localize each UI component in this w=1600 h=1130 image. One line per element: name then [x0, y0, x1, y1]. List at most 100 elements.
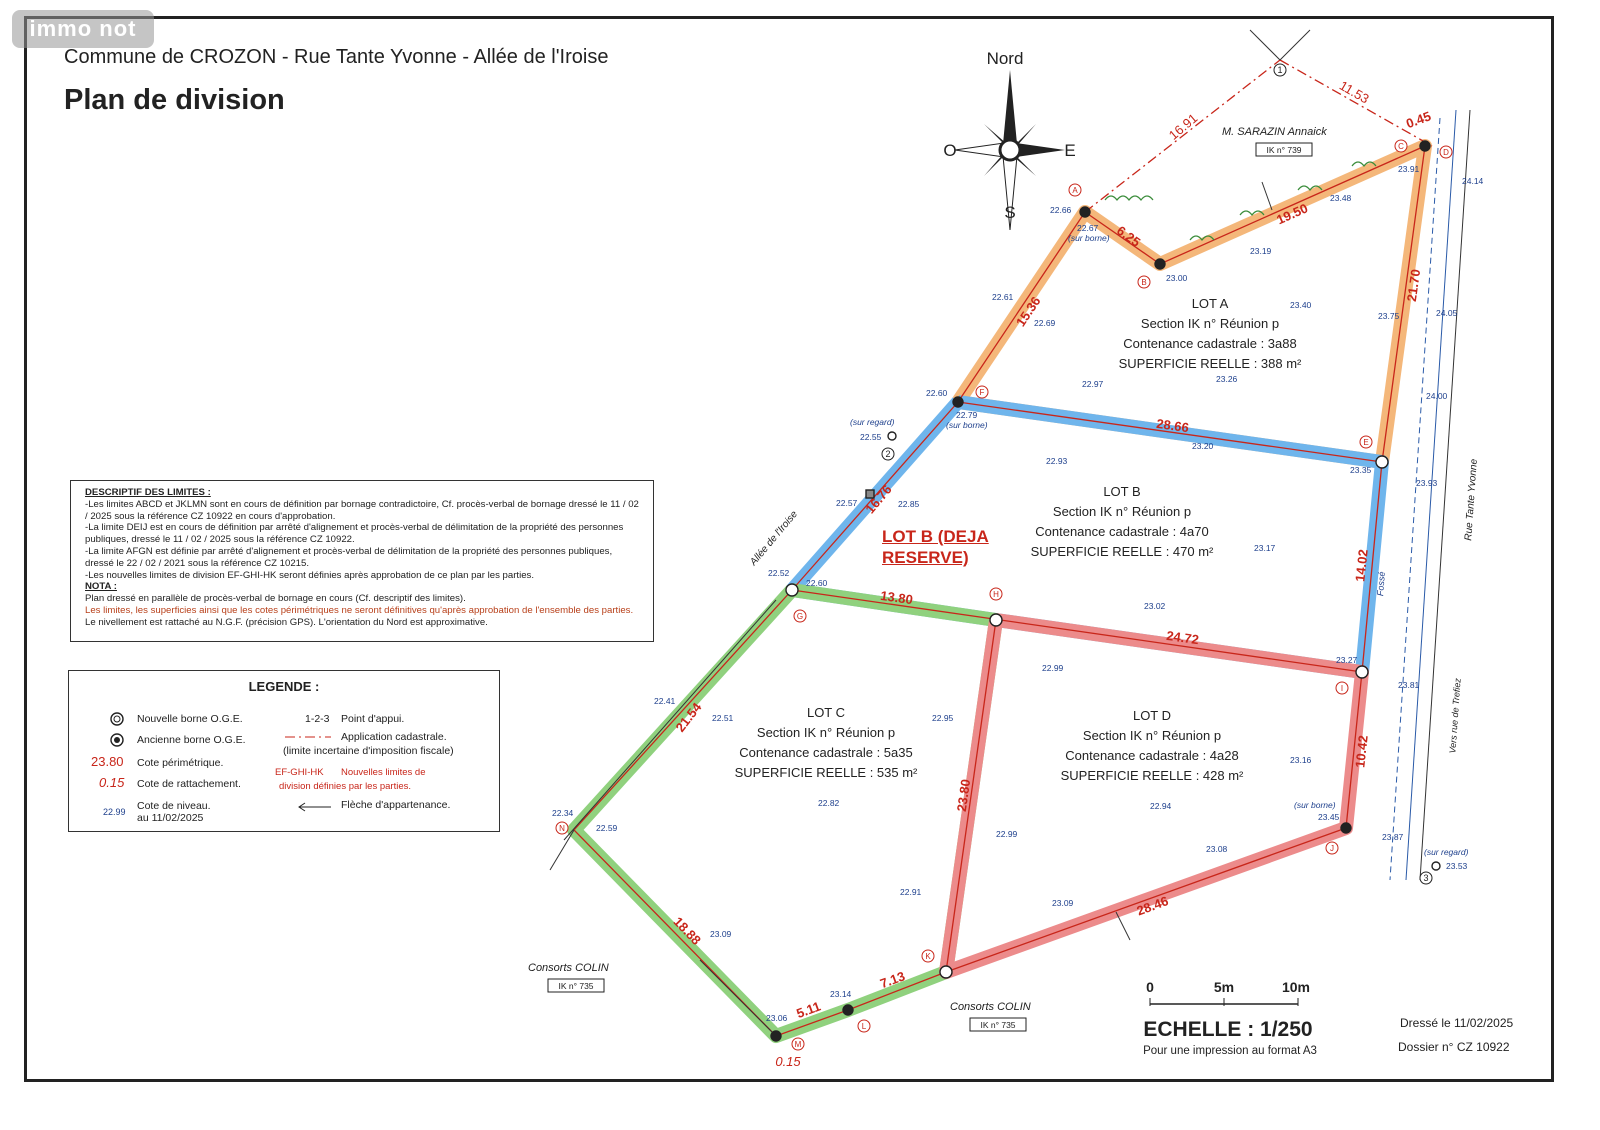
- elev-label: 23.17: [1254, 543, 1276, 553]
- lot-d-band: [939, 613, 1369, 979]
- elev-label: 23.40: [1290, 300, 1312, 310]
- neighbor-sarazin-box: [1255, 142, 1313, 157]
- elev-label: 23.14: [830, 989, 852, 999]
- elev-label: 22.95: [932, 713, 954, 723]
- legend-newlimit-code: EF-GHI-HK: [275, 767, 324, 778]
- elev-label: 22.91: [900, 887, 922, 897]
- hedge-icon: [1104, 195, 1154, 201]
- external-lines: [549, 29, 1311, 1037]
- legend-new-marker-icon: [110, 712, 124, 726]
- scale-tick-0: 0: [1146, 979, 1154, 995]
- point-labels: A B C D E F G H I J K L M N: [555, 139, 1453, 1051]
- legend-perim-text: Cote périmétrique.: [137, 757, 224, 769]
- street-iroise: Allée de l'Iroise: [748, 509, 801, 569]
- neighbor-labels: M. SARAZIN Annaick IK n° 739 Consorts CO…: [528, 126, 1480, 1032]
- legend-niv-date: au 11/02/2025: [137, 812, 204, 824]
- point-c: C: [1394, 139, 1408, 153]
- elev-label: 22.85: [898, 499, 920, 509]
- elev-label: 22.67: [1077, 223, 1099, 233]
- lot-c-superficie: SUPERFICIE REELLE : 535 m²: [734, 765, 918, 780]
- dir-arrow-1: [1115, 911, 1131, 941]
- lot-b-label: LOT B Section IK n° Réunion p Contenance…: [1012, 482, 1232, 562]
- dim-10-42: 10.42: [1352, 735, 1370, 769]
- neighbor-colin-left: Consorts COLIN: [528, 962, 609, 974]
- marker-l: [842, 1004, 854, 1016]
- elev-label: 22.69: [1034, 318, 1056, 328]
- elev-label: 22.60: [926, 388, 948, 398]
- descriptif-line4: -Les nouvelles limites de division EF-GH…: [85, 569, 534, 581]
- point-f: F: [975, 385, 989, 399]
- legend-new-marker-inner: [113, 715, 121, 723]
- dim-23-80: 23.80: [954, 778, 973, 812]
- support-point-1: 1: [1273, 63, 1287, 77]
- location-title: Commune de CROZON - Rue Tante Yvonne - A…: [64, 46, 609, 68]
- elev-label: (sur regard): [1424, 847, 1469, 857]
- point-n-label: N: [559, 824, 565, 833]
- marker-support-2: [887, 431, 897, 441]
- compass-south-label: S: [1004, 203, 1015, 222]
- marker-b: [1154, 258, 1166, 270]
- legend-appui-text: Point d'appui.: [341, 713, 405, 725]
- support-point-labels: 1 2 3: [881, 63, 1433, 885]
- elev-label: 23.09: [710, 929, 732, 939]
- elev-label: 22.59: [596, 823, 618, 833]
- elev-label: 23.93: [1416, 478, 1438, 488]
- compass-east-arm: [1010, 143, 1065, 157]
- road-lines: [1389, 109, 1471, 881]
- nota-line2-red: Les limites, les superficies ainsi que l…: [85, 604, 634, 616]
- support-point-3: 3: [1419, 871, 1433, 885]
- legend-newlimit-sub: division définies par les parties.: [279, 781, 412, 792]
- marker-h: [989, 613, 1003, 627]
- point-f-label: F: [980, 388, 985, 397]
- lot-b-superficie: SUPERFICIE REELLE : 470 m²: [1030, 544, 1214, 559]
- marker-k: [939, 965, 953, 979]
- dim-24-72: 24.72: [1165, 628, 1199, 647]
- elev-label: 22.97: [1082, 379, 1104, 389]
- elev-label: 22.99: [996, 829, 1018, 839]
- elev-label: 22.52: [768, 568, 790, 578]
- point-d-label: D: [1443, 148, 1449, 157]
- cadastral-2: [1279, 59, 1433, 147]
- dim-21-70: 21.70: [1404, 268, 1423, 302]
- compass-rose: Nord S O E: [943, 49, 1076, 231]
- limit-ef: [957, 401, 1383, 463]
- elev-label: 23.27: [1336, 655, 1358, 665]
- elev-label: 24.00: [1426, 391, 1448, 401]
- lot-a-name: LOT A: [1191, 296, 1229, 311]
- hatch-bottom: [699, 959, 777, 1037]
- elev-label: (sur borne): [1068, 233, 1110, 243]
- nota-title: NOTA :: [85, 581, 117, 593]
- legend-niv-text: Cote de niveau.: [137, 800, 211, 812]
- limit-ghi: [791, 589, 1363, 673]
- elev-label: 23.19: [1250, 246, 1272, 256]
- hedge-icon: [1351, 161, 1377, 167]
- lot-b-name: LOT B: [1103, 484, 1141, 499]
- legend-perim-value: 23.80: [91, 754, 124, 769]
- lot-c-label: LOT C Section IK n° Réunion p Contenance…: [716, 703, 936, 783]
- point-h-label: H: [993, 590, 999, 599]
- point-d: D: [1439, 145, 1453, 159]
- elevation-labels: 22.66 22.67 (sur borne) 23.00 23.19 23.4…: [552, 164, 1484, 1023]
- marker-support-3: [1431, 861, 1441, 871]
- elev-label: 23.06: [766, 1013, 788, 1023]
- hatch-top-1: [1249, 29, 1281, 61]
- marker-d: [1419, 140, 1431, 152]
- point-c-label: C: [1398, 142, 1404, 151]
- scale-subtitle: Pour une impression au format A3: [1143, 1045, 1317, 1057]
- marker-m: [770, 1030, 782, 1042]
- legend-ratt-value: 0.15: [99, 775, 125, 790]
- scale-tick-5: 5m: [1214, 979, 1234, 995]
- hedge-icon: [1297, 185, 1323, 191]
- elev-label: 22.60: [806, 578, 828, 588]
- point-l-label: L: [862, 1022, 867, 1031]
- point-a: A: [1068, 183, 1082, 197]
- marker-i: [1355, 665, 1369, 679]
- hedge-icon: [1239, 210, 1265, 216]
- elev-label: 22.61: [992, 292, 1014, 302]
- support-point-2: 2: [881, 447, 895, 461]
- street-trefiez: Vers rue de Trefiez: [1447, 677, 1462, 754]
- deja-reserve-line1: LOT B (DEJA: [882, 527, 989, 546]
- lot-c-section: Section IK n° Réunion p: [756, 725, 896, 740]
- elev-label: 23.45: [1318, 812, 1340, 822]
- legend-symbols: [110, 712, 331, 812]
